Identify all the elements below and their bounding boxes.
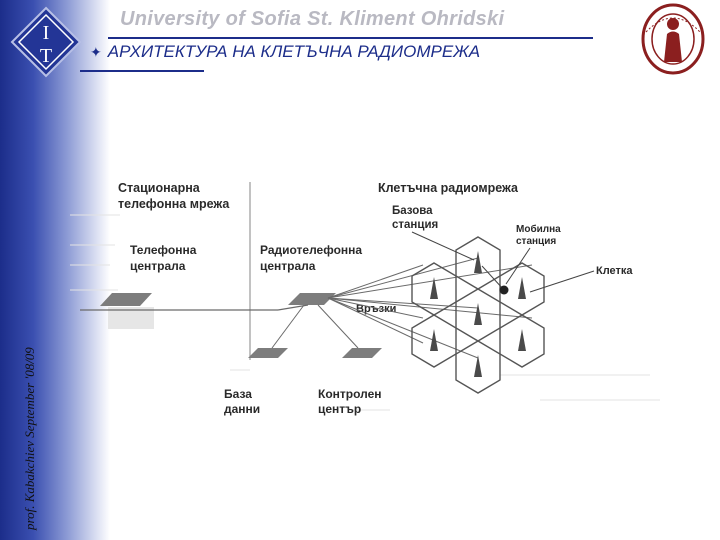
mobile-station-dot [499, 285, 509, 295]
database-box [248, 348, 288, 358]
label-phone-exchange-1: Телефонна [130, 243, 197, 257]
exchange-to-database-line [271, 304, 305, 349]
label-fixed-network-2: телефонна мрежа [118, 197, 230, 211]
base-station-pointer [411, 231, 475, 261]
phone-exchange-faint-block [108, 307, 154, 329]
label-base-station-1: Базова [392, 205, 433, 217]
logo-letter-top: I [43, 22, 50, 44]
label-database-2: данни [224, 402, 260, 416]
exchange-to-control-line [317, 304, 359, 349]
mobile-to-base-link [481, 265, 505, 291]
label-mobile-station-1: Мобилна [516, 223, 561, 235]
title-underline [80, 70, 204, 72]
cell-pointer [529, 270, 595, 293]
base-station-antennas [430, 251, 526, 377]
mobile-station-pointer [505, 247, 531, 285]
slide-title: АРХИТЕКТУРА НА КЛЕТЪЧНА РАДИОМРЕЖА [107, 42, 481, 61]
label-radio-exchange-2: централа [260, 259, 316, 273]
label-fixed-network-1: Стационарна [118, 181, 201, 195]
cell-grid [411, 236, 545, 394]
university-title: University of Sofia St. Kliment Ohridski [120, 8, 505, 30]
title-divider [108, 37, 593, 39]
logo-letter-bottom: T [40, 45, 52, 67]
label-control-center-1: Контролен [318, 387, 382, 401]
control-center-box [342, 348, 382, 358]
label-base-station-2: станция [392, 219, 438, 231]
background-noise-lines [70, 214, 660, 411]
slide-title-row: ✦ АРХИТЕКТУРА НА КЛЕТЪЧНА РАДИОМРЕЖА [90, 42, 480, 62]
label-database-1: База [224, 387, 252, 401]
label-mobile-station-2: станция [516, 236, 556, 247]
label-phone-exchange-2: централа [130, 259, 186, 273]
radio-exchange-box [288, 293, 336, 305]
label-control-center-2: център [318, 402, 361, 416]
sidebar [0, 0, 110, 540]
label-radio-exchange-1: Радиотелефонна [260, 243, 362, 257]
university-seal-icon [641, 3, 705, 75]
author-caption: prof. Kabakchiev September '08/09 [22, 347, 37, 530]
cellular-network-diagram: Стационарна телефонна мрежа Клетъчна рад… [70, 181, 660, 416]
radio-links [327, 257, 533, 359]
phone-exchange-box [100, 293, 152, 306]
label-cellular-network: Клетъчна радиомрежа [378, 181, 519, 195]
label-cell: Клетка [596, 265, 633, 277]
star-bullet-icon: ✦ [90, 43, 102, 60]
faculty-logo: I T [10, 6, 82, 78]
